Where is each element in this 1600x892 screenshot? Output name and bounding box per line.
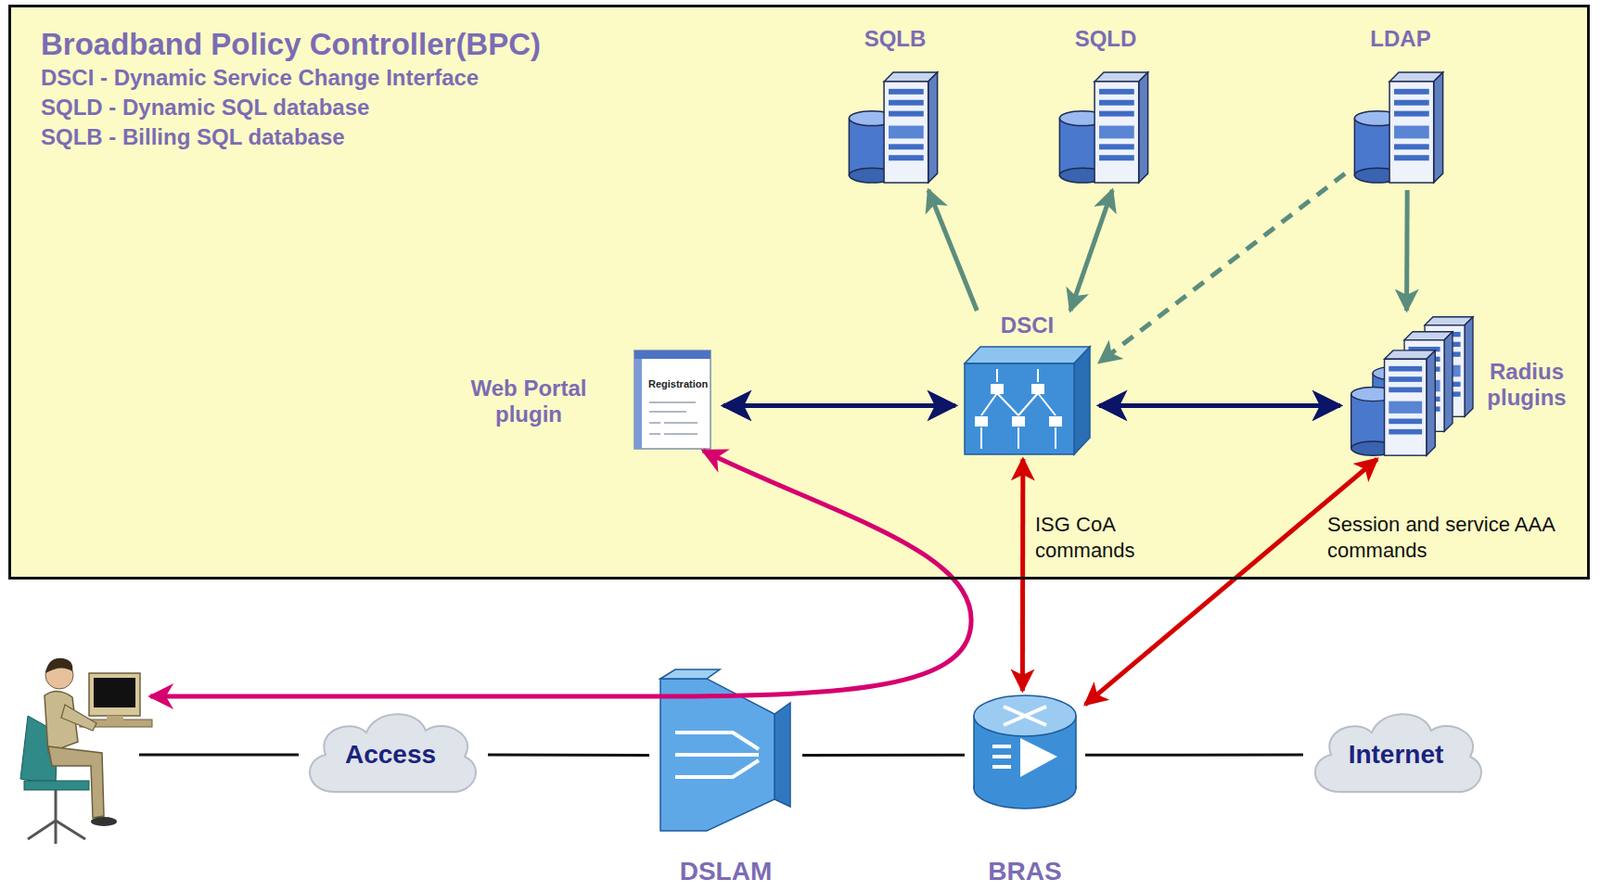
text-group: Web Portal plugin <box>435 375 622 427</box>
connector <box>487 754 650 757</box>
node-label: SQLD - Dynamic SQL database <box>40 92 541 123</box>
connector <box>1404 190 1410 311</box>
node-label: Access <box>345 740 436 770</box>
panel-title: Broadband Policy Controller(BPC) <box>40 25 541 64</box>
icon-caption: Registration <box>648 378 708 390</box>
node-label: Radius plugins <box>1471 358 1583 410</box>
connector <box>1020 459 1025 692</box>
connector <box>1099 173 1345 363</box>
text-group: BRAS <box>987 857 1062 887</box>
connector <box>1070 190 1113 311</box>
connector <box>802 754 965 757</box>
portal-node: Web Portal plugin <box>435 343 724 460</box>
edge-label: Session and service AAA commands <box>1324 512 1562 564</box>
connector <box>928 190 977 311</box>
connector <box>1085 459 1378 705</box>
text-group: Broadband Policy Controller(BPC)DSCI - D… <box>40 25 541 153</box>
node-label: LDAP <box>1369 25 1431 52</box>
text-group: DSCI <box>1000 312 1054 339</box>
policy-panel: Broadband Policy Controller(BPC)DSCI - D… <box>8 4 1590 580</box>
switch-node: DSCI <box>955 310 1100 460</box>
server-node: SQLD <box>1049 25 1162 191</box>
user-figure <box>20 658 153 845</box>
node-label: DSCI - Dynamic Service Change Interface <box>40 63 541 93</box>
connector <box>1099 403 1341 409</box>
server-icon <box>848 72 937 183</box>
text-group: Access <box>345 740 436 770</box>
text-group: LDAP <box>1369 25 1431 52</box>
cloud-node: Access <box>293 699 488 811</box>
dslam-node: DSLAM <box>649 672 803 889</box>
text-group: DSLAM <box>679 857 773 887</box>
cloud-shape <box>1315 714 1482 793</box>
node-label: SQLB - Billing SQL database <box>40 122 541 153</box>
edge-label: ISG CoA commands <box>1032 512 1168 564</box>
server-group-node: Radius plugins <box>1340 310 1587 460</box>
node-label: DSLAM <box>679 857 773 887</box>
router-node: BRAS <box>964 691 1086 889</box>
access-wire <box>139 754 299 757</box>
text-group: SQLB <box>864 25 927 52</box>
node-label: DSCI <box>1000 312 1054 339</box>
server-icon <box>1351 350 1436 456</box>
node-label: Internet <box>1348 740 1445 770</box>
server-node: LDAP <box>1344 25 1457 191</box>
text-group: Radius plugins <box>1471 358 1583 410</box>
node-label: BRAS <box>987 857 1062 887</box>
connector <box>723 403 956 409</box>
cloud-node: Internet <box>1303 699 1489 811</box>
web-redirect-arrow <box>150 450 972 697</box>
node-label: SQLB <box>864 25 927 52</box>
node-label: SQLD <box>1075 25 1138 52</box>
text-group: Internet <box>1348 740 1445 770</box>
portal-icon <box>634 350 711 449</box>
server-icon <box>1059 72 1148 183</box>
server-node: SQLB <box>839 25 951 191</box>
server-icon <box>1354 72 1443 183</box>
text-group: SQLD <box>1075 25 1138 52</box>
node-label: Web Portal plugin <box>435 375 622 427</box>
cloud-shape <box>309 714 476 793</box>
router-icon <box>973 695 1076 809</box>
switch-icon <box>964 346 1090 455</box>
connector <box>1085 754 1304 757</box>
